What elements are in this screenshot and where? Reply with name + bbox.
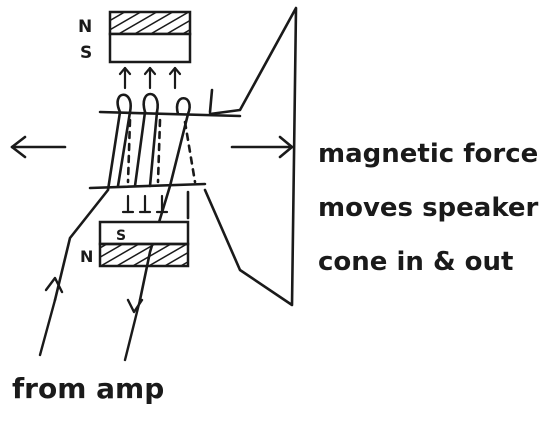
voice-coil	[53, 88, 242, 302]
cone-outline	[203, 6, 298, 307]
lead-wire-out-arrow	[126, 298, 144, 314]
bottom-magnet-s-label: S	[116, 228, 126, 244]
lead-wire-out	[123, 298, 142, 362]
top-magnet-n-label: N	[78, 17, 92, 37]
bottom-field-arrows	[121, 194, 169, 214]
caption-line-2: moves speaker	[318, 193, 539, 223]
caption-line-1: magnetic force	[318, 139, 538, 169]
speaker-cone	[203, 6, 298, 307]
top-magnet	[108, 10, 192, 64]
right-arrow-head	[278, 135, 294, 159]
bottom-magnet-north-pole	[98, 242, 190, 268]
motion-arrows	[10, 135, 294, 159]
from-amp-label: from amp	[12, 372, 164, 405]
bottom-magnet	[98, 220, 190, 268]
top-magnet-north-pole	[108, 10, 192, 36]
caption-line-3: cone in & out	[318, 247, 513, 277]
top-magnet-s-label: S	[80, 43, 92, 63]
bottom-magnet-n-label: N	[80, 247, 93, 266]
left-arrow-head	[10, 135, 27, 159]
bottom-magnet-south-pole	[98, 220, 190, 246]
coil-top-plate	[98, 110, 242, 118]
lead-wires	[38, 276, 144, 362]
top-magnet-south-pole	[108, 32, 192, 64]
lead-wire-in	[38, 298, 57, 357]
lead-wire-in-arrow	[44, 276, 64, 294]
top-field-arrows	[118, 66, 182, 90]
